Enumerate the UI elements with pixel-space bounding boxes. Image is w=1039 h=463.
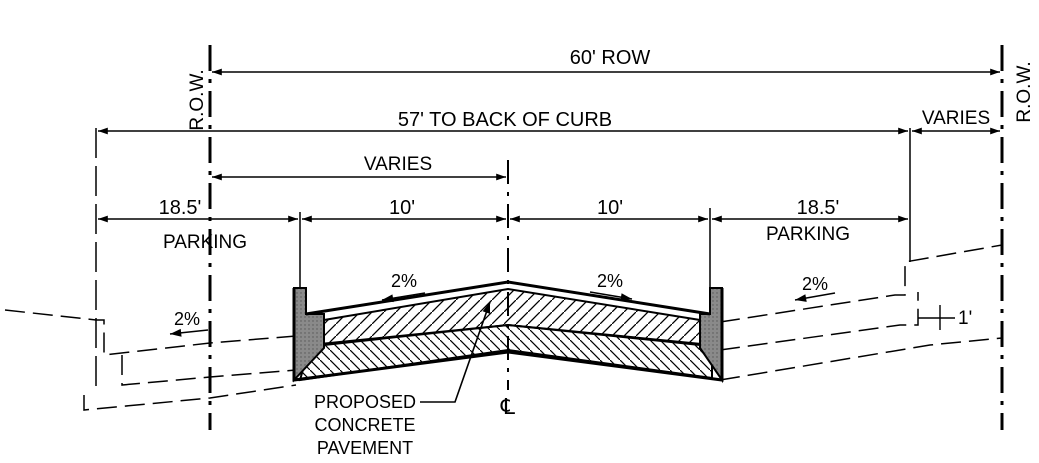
right-lane-width-label: 10' bbox=[597, 197, 623, 219]
slope-arrow-right-outer bbox=[794, 292, 836, 302]
back-of-curb-dimension-label: 57' TO BACK OF CURB bbox=[398, 109, 612, 131]
left-lane-width-label: 10' bbox=[389, 197, 415, 219]
existing-ground-right bbox=[719, 244, 1003, 323]
varies-right-label: VARIES bbox=[922, 108, 990, 129]
left-parking-label: PARKING bbox=[163, 232, 247, 253]
pavement-label-line1: PROPOSED bbox=[314, 392, 416, 412]
slope-arrow-left-outer bbox=[169, 328, 209, 337]
slope-arrow-right-lane bbox=[589, 291, 633, 302]
pavement-outline bbox=[292, 288, 724, 382]
existing-ground-left bbox=[4, 309, 297, 356]
row-label-left: R.O.W. bbox=[187, 69, 208, 130]
offset-label: 1' bbox=[958, 308, 972, 329]
slope-label-right-lane: 2% bbox=[597, 271, 623, 291]
left-parking-width-label: 18.5' bbox=[159, 197, 202, 219]
slope-arrow-left-lane bbox=[381, 292, 426, 303]
row-label-right: R.O.W. bbox=[1014, 61, 1035, 122]
subgrade-left bbox=[121, 355, 297, 386]
varies-median-label: VARIES bbox=[364, 154, 432, 175]
centerline-symbol: ℄ bbox=[500, 394, 516, 419]
pavement-label-line2: CONCRETE bbox=[314, 415, 415, 435]
pavement-label-line3: PAVEMENT bbox=[317, 438, 413, 458]
slope-label-right-outer: 2% bbox=[802, 274, 828, 294]
pavement-top bbox=[305, 280, 711, 316]
slope-label-left-outer: 2% bbox=[174, 309, 200, 329]
subgrade-left-lower bbox=[83, 384, 297, 411]
slope-label-left-lane: 2% bbox=[391, 271, 417, 291]
subgrade-right bbox=[719, 292, 919, 351]
pavement-leader bbox=[420, 301, 491, 403]
right-parking-width-label: 18.5' bbox=[797, 197, 840, 219]
row-dimension-label: 60' ROW bbox=[570, 47, 651, 69]
right-parking-label: PARKING bbox=[766, 224, 850, 245]
subgrade-right-lower bbox=[719, 337, 1003, 381]
